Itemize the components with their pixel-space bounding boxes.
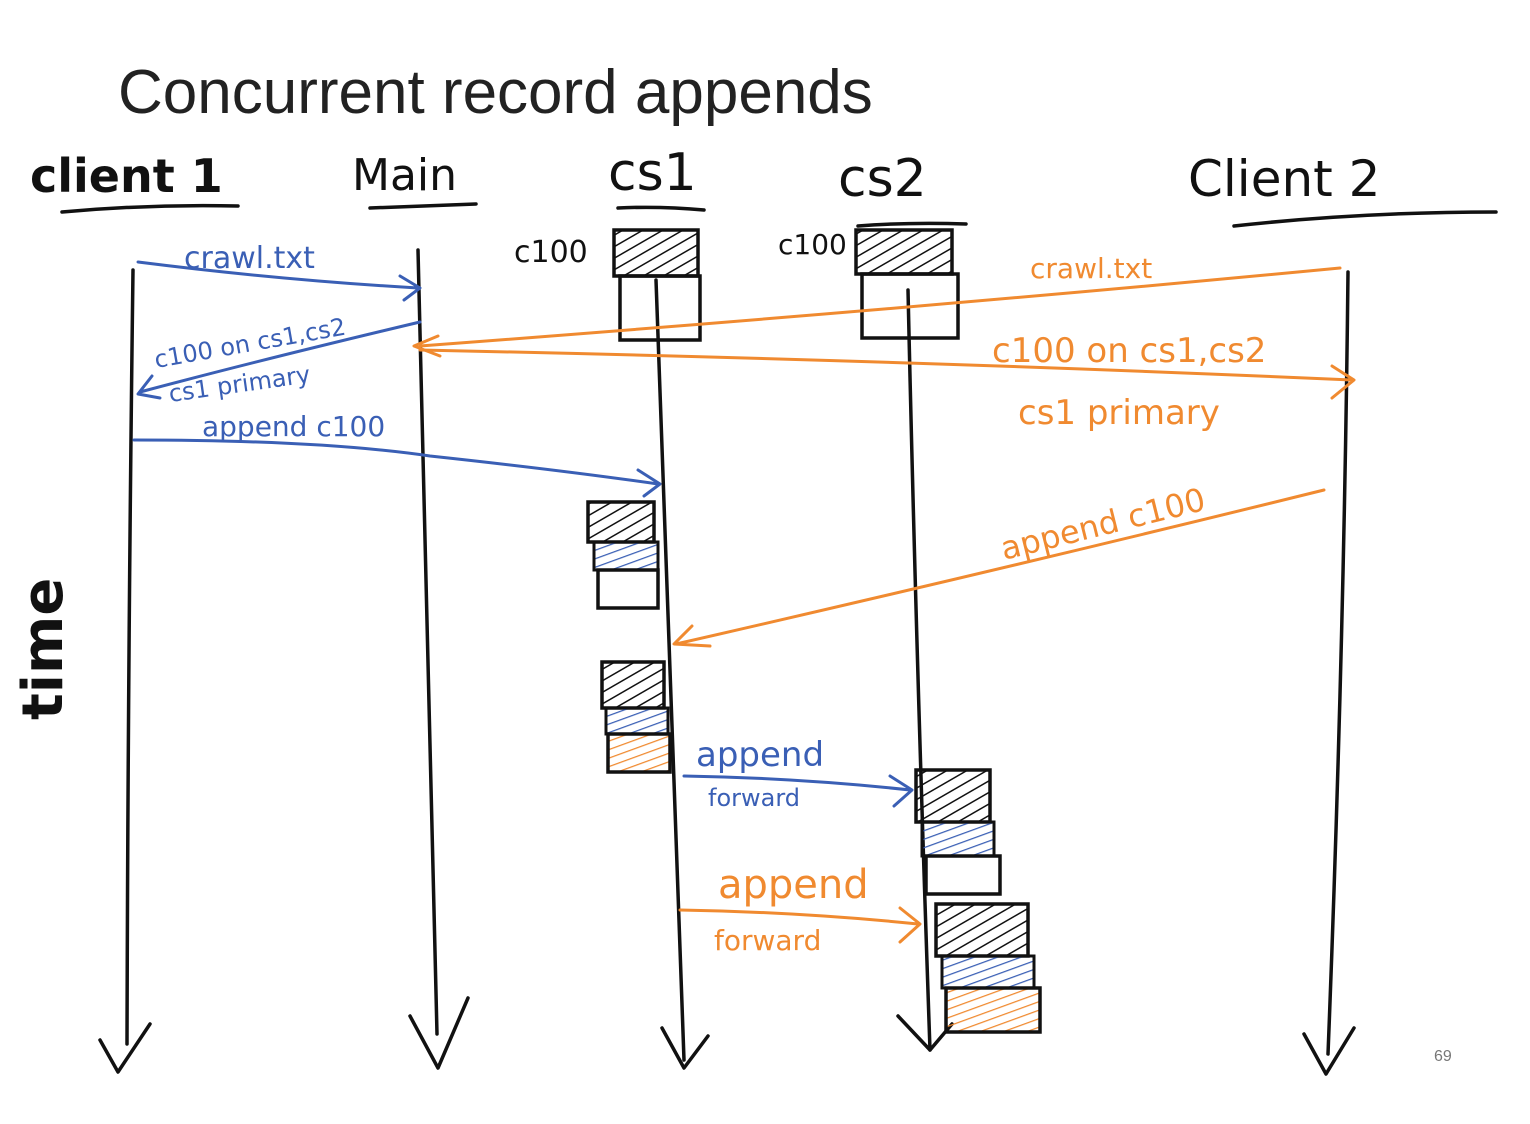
chunk-label-cs2: c100	[778, 228, 847, 261]
msg-client1-append-label: append c100	[202, 410, 385, 443]
participant-cs1: cs1	[608, 143, 706, 212]
chunk-cs2-initial: c100	[778, 228, 960, 340]
lifeline-cs2-arrowhead	[896, 1014, 954, 1052]
lifeline-cs2	[906, 288, 932, 1052]
lifeline-main	[416, 248, 439, 1036]
participant-cs2-label: cs2	[838, 149, 927, 209]
msg-forward1-label-2: forward	[708, 784, 800, 812]
msg-client2-request-arrow	[412, 266, 1342, 358]
msg-forward1-label-1: append	[696, 735, 824, 775]
msg-client1-request-arrow	[136, 260, 422, 302]
chunk-cs2-after-forward1	[914, 768, 1002, 896]
participant-main-label: Main	[352, 150, 457, 201]
participant-client2-label: Client 2	[1188, 150, 1380, 208]
msg-forward1-arrow	[682, 774, 914, 808]
msg-forward2-label-2: forward	[714, 924, 821, 957]
chunk-cs1-after-append1	[586, 500, 660, 610]
lifeline-client1-arrowhead	[98, 1022, 152, 1074]
participant-main: Main	[352, 150, 478, 210]
lifeline-cs1-arrowhead	[660, 1026, 710, 1070]
msg-forward2-arrow	[678, 906, 922, 944]
chunk-cs1-after-append2	[600, 660, 672, 774]
participant-cs1-label: cs1	[608, 143, 697, 203]
msg-client2-reply-label-1: c100 on cs1,cs2	[992, 331, 1266, 371]
msg-client2-append-arrow	[672, 488, 1326, 648]
participant-client1-label: client 1	[30, 149, 223, 203]
lifeline-cs1	[654, 278, 686, 1062]
chunk-label-cs1: c100	[514, 235, 588, 270]
msg-client2-reply-arrow	[418, 348, 1356, 400]
slide-title: Concurrent record appends	[118, 58, 873, 127]
time-axis-label: time	[11, 578, 76, 720]
lifeline-main-arrowhead	[408, 996, 470, 1070]
lifeline-client2-arrowhead	[1302, 1026, 1356, 1076]
participant-client1: client 1	[30, 149, 240, 214]
chunk-cs1-initial: c100	[514, 228, 702, 342]
msg-client1-request-label: crawl.txt	[184, 241, 315, 276]
participant-cs2: cs2	[838, 149, 968, 228]
chunk-cs2-after-forward2	[934, 902, 1042, 1034]
msg-client1-reply-arrow	[136, 320, 422, 400]
participant-client2: Client 2	[1188, 150, 1498, 228]
msg-client2-append-label: append c100	[997, 480, 1209, 568]
msg-forward2-label-1: append	[718, 862, 869, 908]
msg-client2-reply-label-2: cs1 primary	[1018, 393, 1220, 433]
msg-client1-append-arrow	[132, 438, 662, 498]
lifeline-client1	[125, 268, 135, 1046]
page-number: 69	[1434, 1048, 1452, 1065]
msg-client2-request-label: crawl.txt	[1030, 252, 1152, 285]
